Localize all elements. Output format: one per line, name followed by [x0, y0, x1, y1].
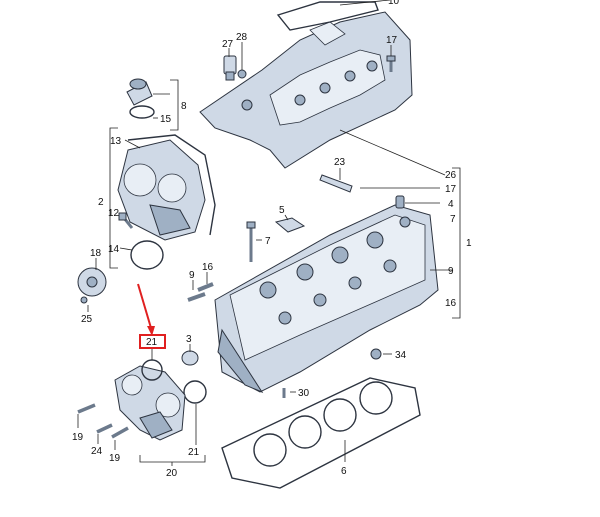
cover-seal-line — [127, 134, 216, 236]
label-4: 4 — [448, 199, 454, 210]
label-8: 8 — [181, 101, 187, 112]
label-18: 18 — [90, 248, 102, 259]
label-10: 10 — [388, 0, 400, 7]
label-23: 23 — [334, 157, 346, 168]
vacuum-pump-assembly — [114, 365, 186, 441]
label-15: 15 — [160, 114, 172, 125]
label-16a: 16 — [202, 262, 214, 273]
label-7b: 7 — [265, 236, 271, 247]
label-16: 16 — [445, 298, 457, 309]
label-19b: 19 — [109, 453, 121, 464]
plug-part — [181, 350, 199, 366]
label-12: 12 — [108, 208, 120, 219]
label-17-top: 17 — [386, 35, 398, 46]
label-26: 26 — [445, 170, 457, 181]
oil-filler-cap — [126, 78, 155, 119]
label-30: 30 — [298, 388, 310, 399]
o-ring — [183, 380, 207, 404]
valve-cover-gasket — [276, 1, 379, 31]
highlight-arrow — [137, 283, 152, 329]
cylinder-head — [214, 204, 439, 394]
label-27: 27 — [222, 39, 234, 50]
label-1: 1 — [466, 238, 472, 249]
highlight-label: 21 — [146, 337, 158, 348]
sensor-wheel — [77, 267, 107, 304]
head-bolt — [246, 221, 256, 262]
seal-ring — [130, 240, 164, 270]
label-21b: 21 — [188, 447, 200, 458]
bracket-part — [274, 217, 306, 233]
timing-cover — [117, 139, 206, 241]
label-34: 34 — [395, 350, 407, 361]
label-5: 5 — [279, 205, 285, 216]
guide-pin — [319, 174, 353, 193]
label-2: 2 — [98, 197, 104, 208]
leader-lines — [77, 0, 461, 466]
stud-pair — [187, 282, 214, 302]
plug-part — [370, 348, 382, 360]
head-gasket — [221, 377, 421, 489]
pin-part — [395, 195, 405, 209]
label-9a: 9 — [189, 270, 195, 281]
highlight-box — [139, 334, 166, 349]
sensor-part — [223, 55, 247, 81]
label-17: 17 — [445, 184, 457, 195]
highlight-arrowhead — [147, 326, 155, 336]
label-3: 3 — [186, 334, 192, 345]
label-28: 28 — [236, 32, 248, 43]
label-7: 7 — [450, 214, 456, 225]
highlight-callout: 21 — [137, 283, 166, 349]
label-20: 20 — [166, 468, 178, 479]
label-24: 24 — [91, 446, 103, 457]
label-9: 9 — [448, 266, 454, 277]
label-25: 25 — [81, 314, 93, 325]
label-6: 6 — [341, 466, 347, 477]
label-13: 13 — [110, 136, 122, 147]
label-19a: 19 — [72, 432, 84, 443]
bolt-part — [118, 212, 134, 229]
label-14: 14 — [108, 244, 120, 255]
bolt-part — [77, 403, 129, 439]
valve-cover — [199, 11, 413, 169]
